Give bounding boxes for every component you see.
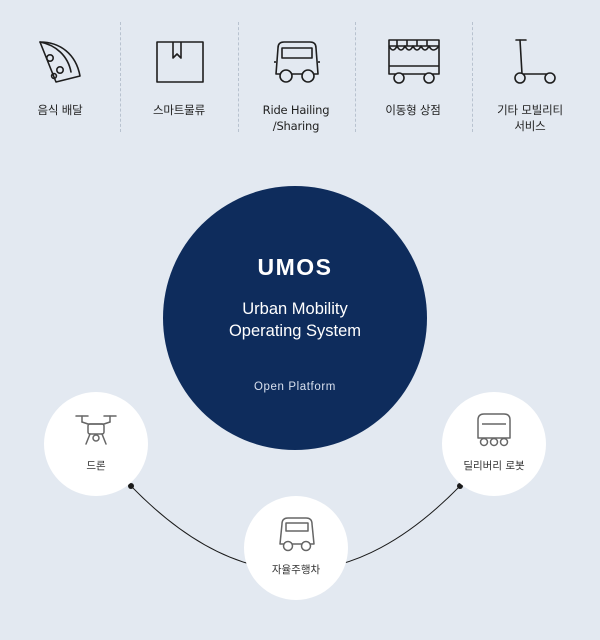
service-label: 스마트물류 — [153, 103, 205, 117]
kick-scooter-icon — [500, 34, 560, 90]
service-label: Ride Hailing /Sharing — [262, 103, 330, 133]
node-autonomous-car: 자율주행차 — [244, 496, 348, 600]
core-title: UMOS — [257, 254, 333, 280]
umos-core-circle: UMOS Urban Mobility Operating System Ope… — [163, 186, 427, 450]
divider — [355, 22, 356, 132]
drone-icon — [74, 410, 118, 450]
service-label: 이동형 상점 — [385, 103, 441, 117]
delivery-robot-icon — [472, 410, 516, 450]
divider — [472, 22, 473, 132]
service-mobile-store: 이동형 상점 — [355, 0, 471, 150]
service-label: 음식 배달 — [37, 103, 83, 117]
service-food-delivery: 음식 배달 — [2, 0, 118, 150]
food-truck-icon — [383, 34, 443, 90]
pizza-slice-icon — [30, 34, 90, 90]
divider — [120, 22, 121, 132]
node-delivery-robot: 딜리버리 로봇 — [442, 392, 546, 496]
connector-dot-left — [128, 483, 134, 489]
service-other-mobility: 기타 모빌리티 서비스 — [472, 0, 588, 150]
service-smart-logistics: 스마트물류 — [121, 0, 237, 150]
core-subtitle: Urban Mobility Operating System — [228, 300, 362, 340]
parcel-box-icon — [149, 34, 209, 90]
car-icon — [266, 34, 326, 90]
core-platform-label: Open Platform — [254, 381, 336, 393]
node-label: 자율주행차 — [271, 564, 321, 576]
divider — [238, 22, 239, 132]
service-label: 기타 모빌리티 서비스 — [497, 103, 563, 133]
node-label: 드론 — [86, 460, 106, 472]
node-drone: 드론 — [44, 392, 148, 496]
service-ride-hailing: Ride Hailing /Sharing — [238, 0, 354, 150]
autonomous-car-icon — [274, 514, 318, 554]
service-row: 음식 배달 스마트물류 Ride Hailing /Sharing — [0, 0, 600, 150]
node-label: 딜리버리 로봇 — [463, 460, 525, 472]
